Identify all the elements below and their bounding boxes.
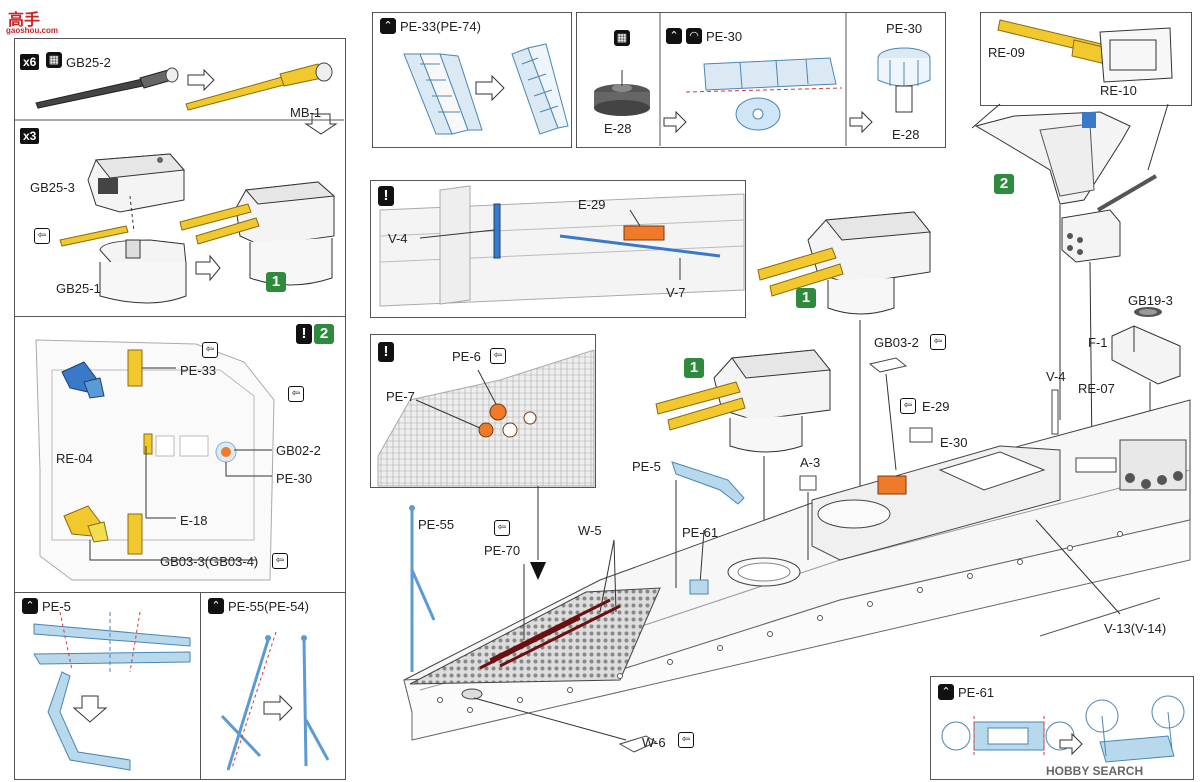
step-badge-2-hull: 2 (994, 174, 1014, 194)
ladder-flat (403, 53, 483, 135)
warning-icon: ! (378, 342, 394, 362)
label-e-29: E-29 (922, 399, 950, 414)
pe61-folded (1085, 695, 1185, 763)
quantity-x3: x3 (20, 128, 40, 144)
label-pe-33: PE-33 (180, 363, 217, 378)
turret-small (59, 153, 187, 304)
step-badge-1-turret-a: 1 (796, 288, 816, 308)
pe55-flat (220, 631, 277, 771)
step-badge-2: 2 (314, 324, 334, 344)
label-pe-7: PE-7 (386, 389, 415, 404)
superstructure-top (997, 19, 1173, 83)
bridge-blue-part (61, 361, 105, 399)
detail-deck (377, 349, 595, 580)
pe30-assembled (877, 47, 931, 113)
f1-part (1111, 325, 1181, 385)
barrel-gray (35, 67, 179, 109)
label-v-4-detail: V-4 (388, 231, 408, 246)
label-v-13: V-13(V-14) (1104, 621, 1167, 636)
label-gb02-2: GB02-2 (276, 443, 321, 458)
label-pe-61-title: PE-61 (958, 685, 995, 700)
e28-part (594, 70, 650, 116)
label-e-28-b: E-28 (892, 127, 920, 142)
turret-center-top (757, 211, 931, 500)
label-re-10: RE-10 (1100, 83, 1137, 98)
funnel-part (1061, 209, 1121, 263)
plastic-part-icon: ▦ (614, 30, 630, 46)
ladder-folded (511, 43, 569, 135)
label-gb03-3: GB03-3(GB03-4) (160, 554, 259, 569)
label-pe-55-title: PE-55(PE-54) (228, 599, 309, 614)
label-f-1: F-1 (1088, 335, 1108, 350)
label-e-18: E-18 (180, 513, 208, 528)
label-pe-5: PE-5 (632, 459, 661, 474)
warning-icon: ! (296, 324, 312, 344)
fold-icon: ⌃ (938, 684, 954, 700)
plastic-part-icon: ▦ (46, 52, 62, 68)
glue-icon: ⇦ (490, 348, 506, 364)
warning-icon: ! (378, 186, 394, 206)
label-v-4: V-4 (1046, 369, 1066, 384)
pe30-flat (685, 57, 843, 131)
glue-icon: ⇦ (930, 334, 946, 350)
label-re-04: RE-04 (56, 451, 93, 466)
label-gb03-2: GB03-2 (874, 335, 919, 350)
detail-mid-hull (379, 185, 745, 307)
label-a-3: A-3 (800, 455, 821, 470)
bridge-yellow-part (63, 505, 109, 543)
label-v-7: V-7 (666, 285, 686, 300)
label-gb25-1: GB25-1 (56, 281, 101, 296)
label-pe-61: PE-61 (682, 525, 719, 540)
fold-icon: ⌃ (208, 598, 224, 614)
barrel-yellow (185, 62, 333, 111)
label-pe-30-a: PE-30 (706, 29, 743, 44)
label-pe-6: PE-6 (452, 349, 481, 364)
label-pe-70: PE-70 (484, 543, 521, 558)
watermark-logo: 高手 (8, 12, 41, 29)
label-re-07: RE-07 (1078, 381, 1115, 396)
label-e-30: E-30 (940, 435, 968, 450)
label-e-28-a: E-28 (604, 121, 632, 136)
watermark-hobbysearch: HOBBY SEARCH (1046, 764, 1144, 778)
pe5-flat (33, 611, 191, 673)
label-pe-30: PE-30 (276, 471, 313, 486)
label-pe-33-title: PE-33(PE-74) (400, 19, 481, 34)
label-pe-55: PE-55 (418, 517, 455, 532)
label-e-29-detail: E-29 (578, 197, 606, 212)
watermark-site: gaoshou.com (6, 26, 59, 35)
panel-pe5 (14, 592, 202, 780)
label-w-5: W-5 (578, 523, 602, 538)
pe61-flat (941, 716, 1075, 758)
gb19-3 (1134, 307, 1162, 317)
glue-icon: ⇦ (202, 342, 218, 358)
step-badge-1-turret-b: 1 (684, 358, 704, 378)
label-pe-30-b: PE-30 (886, 21, 923, 36)
glue-icon: ⇦ (34, 228, 50, 244)
glue-icon: ⇦ (900, 398, 916, 414)
hull (403, 399, 1191, 741)
label-gb19-3: GB19-3 (1128, 293, 1173, 308)
bend-icon: ◠ (686, 28, 702, 44)
label-w-6: W-6 (642, 735, 666, 750)
turret-center-front (655, 349, 831, 560)
fold-icon: ⌃ (666, 28, 682, 44)
label-gb25-2: GB25-2 (66, 55, 111, 70)
pe55-folded (301, 635, 330, 767)
superstructure-main (974, 111, 1158, 212)
glue-icon: ⇦ (272, 553, 288, 569)
glue-icon: ⇦ (288, 386, 304, 402)
quantity-x6: x6 (20, 54, 40, 70)
fold-icon: ⌃ (380, 18, 396, 34)
glue-icon: ⇦ (678, 732, 694, 748)
fold-icon: ⌃ (22, 598, 38, 614)
glue-icon: ⇦ (494, 520, 510, 536)
label-re-09: RE-09 (988, 45, 1025, 60)
step-badge-1: 1 (266, 272, 286, 292)
pe5-folded (47, 671, 131, 771)
label-pe-5-title: PE-5 (42, 599, 71, 614)
label-gb25-3: GB25-3 (30, 180, 75, 195)
label-mb-1: MB-1 (290, 105, 322, 120)
